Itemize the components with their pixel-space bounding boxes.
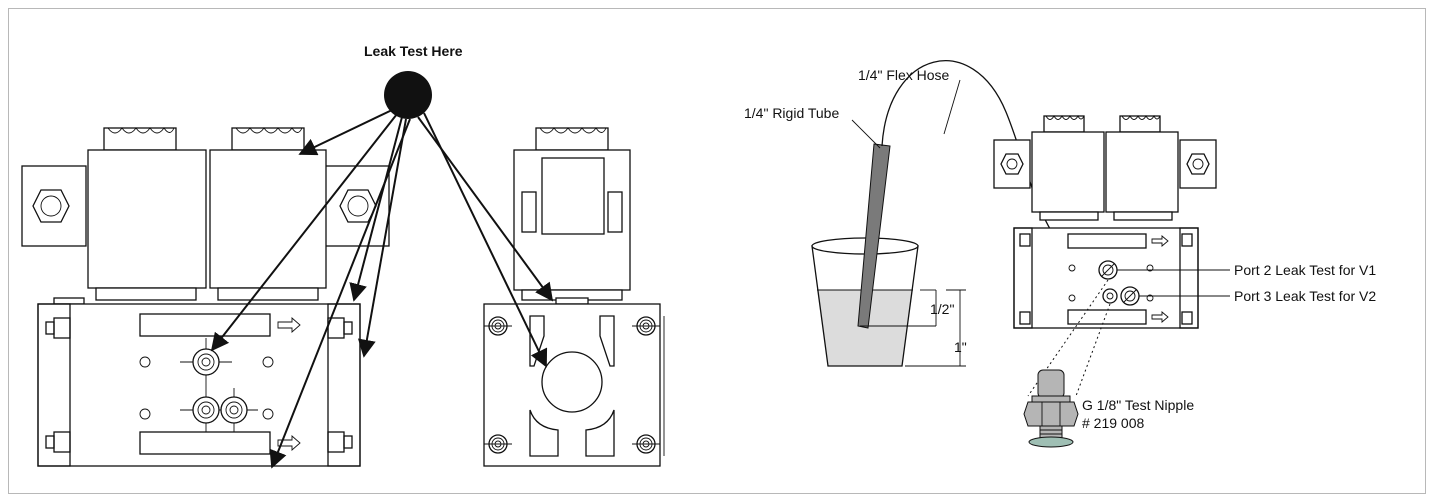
valve-side-view bbox=[483, 127, 665, 467]
valve-front-view bbox=[21, 127, 390, 467]
one-inch-label: 1" bbox=[954, 339, 967, 355]
leak-test-point bbox=[384, 71, 432, 119]
leak-test-here-label: Leak Test Here bbox=[364, 43, 463, 59]
flex-hose-label: 1/4" Flex Hose bbox=[858, 67, 950, 83]
port3-label: Port 3 Leak Test for V2 bbox=[1234, 288, 1376, 304]
figure-frame bbox=[8, 8, 1426, 494]
rigid-tube-label: 1/4" Rigid Tube bbox=[744, 105, 839, 121]
test-nipple: G 1/8" Test Nipple # 219 008 bbox=[1023, 279, 1194, 448]
port2-label: Port 2 Leak Test for V1 bbox=[1234, 262, 1376, 278]
leak-test-callout: Leak Test Here bbox=[210, 43, 554, 469]
test-nipple-number: # 219 008 bbox=[1082, 415, 1144, 431]
test-nipple-label: G 1/8" Test Nipple bbox=[1082, 397, 1194, 413]
water-cup-test: 1/4" Rigid Tube 1/4" Flex Hose 1/2" 1" bbox=[744, 60, 1111, 367]
valve-small-view: Port 2 Leak Test for V1 Port 3 Leak Test… bbox=[993, 115, 1376, 329]
half-inch-label: 1/2" bbox=[930, 301, 954, 317]
